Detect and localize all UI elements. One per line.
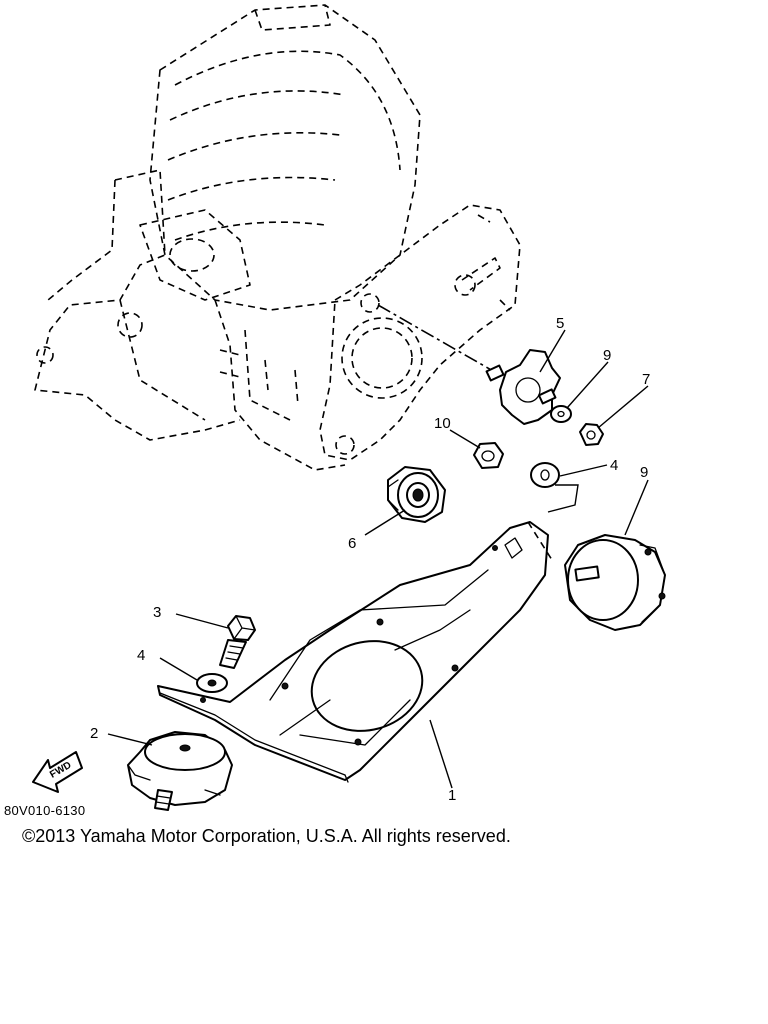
part-3-bolt bbox=[219, 615, 256, 669]
part-2-rubber-mount bbox=[127, 731, 233, 811]
leader-lines bbox=[107, 329, 649, 789]
part-5-mount-bracket bbox=[485, 349, 561, 425]
callout-4-upper: 4 bbox=[610, 457, 618, 474]
callout-7: 7 bbox=[642, 371, 650, 388]
copyright-notice: ©2013 Yamaha Motor Corporation, U.S.A. A… bbox=[22, 826, 511, 846]
callout-9: 9 bbox=[640, 464, 648, 481]
callout-3: 3 bbox=[153, 604, 161, 621]
part-4-washer-lower bbox=[196, 673, 228, 693]
part-4-washer-upper bbox=[530, 462, 560, 488]
part-1-mount-plate bbox=[157, 521, 549, 783]
callout-1: 1 bbox=[448, 787, 456, 804]
forward-direction-arrow-icon: FWD bbox=[32, 751, 83, 793]
part-10-nut bbox=[473, 442, 504, 469]
callout-8: 9 bbox=[603, 347, 611, 364]
callout-2: 2 bbox=[90, 725, 98, 742]
figure-code: 80V010-6130 bbox=[4, 803, 85, 818]
part-7-nut bbox=[579, 423, 604, 446]
callout-numbers: 5 9 7 10 4 9 6 3 4 2 1 bbox=[90, 315, 650, 804]
part-9-rubber-mount bbox=[527, 521, 666, 631]
callout-10: 10 bbox=[434, 415, 451, 432]
engine-outline bbox=[34, 4, 521, 471]
part-6-damper bbox=[387, 466, 446, 523]
part-8-washer bbox=[550, 405, 572, 423]
callout-6: 6 bbox=[348, 535, 356, 552]
callout-5: 5 bbox=[556, 315, 564, 332]
callout-4-lower: 4 bbox=[137, 647, 145, 664]
